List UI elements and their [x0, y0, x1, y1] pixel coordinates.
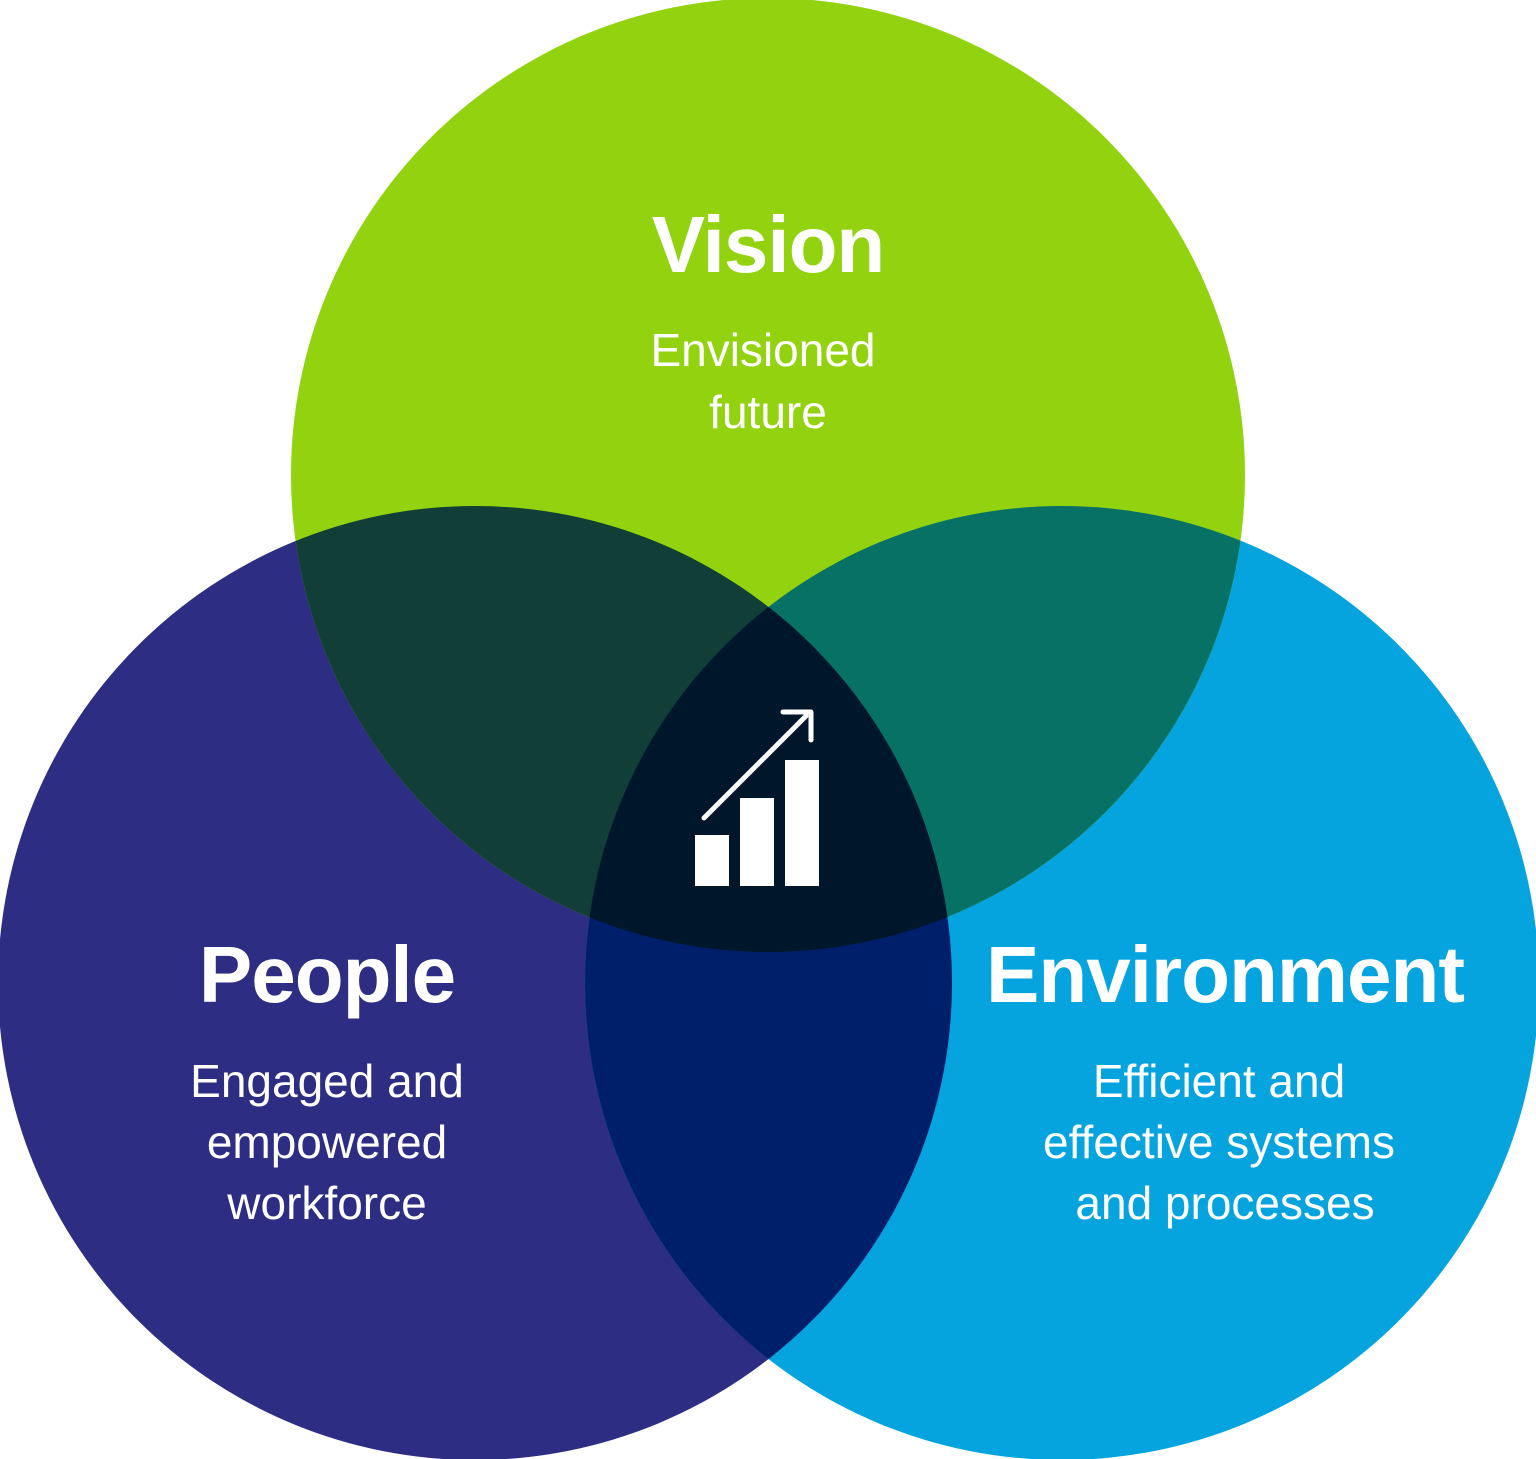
- center-overlap: [585, 506, 952, 952]
- environment-desc-line-3: and processes: [1075, 1177, 1374, 1229]
- environment-title: Environment: [986, 930, 1464, 1019]
- icon-arrowhead: [780, 709, 814, 743]
- people-title: People: [199, 930, 455, 1019]
- growth-chart-icon: [695, 709, 819, 886]
- icon-bar-medium: [740, 798, 774, 886]
- icon-bar-tall: [785, 760, 819, 886]
- vision-title: Vision: [652, 200, 885, 289]
- people-desc-line-2: empowered: [207, 1116, 447, 1168]
- vision-desc-line-1: Envisioned: [650, 324, 875, 376]
- people-desc-line-3: workforce: [226, 1177, 426, 1229]
- icon-arrow-shaft: [701, 713, 809, 821]
- environment-desc-line-1: Efficient and: [1093, 1055, 1345, 1107]
- people-desc-line-1: Engaged and: [190, 1055, 464, 1107]
- vision-desc-line-2: future: [709, 386, 827, 438]
- environment-desc-line-2: effective systems: [1043, 1116, 1395, 1168]
- icon-bar-short: [695, 835, 729, 886]
